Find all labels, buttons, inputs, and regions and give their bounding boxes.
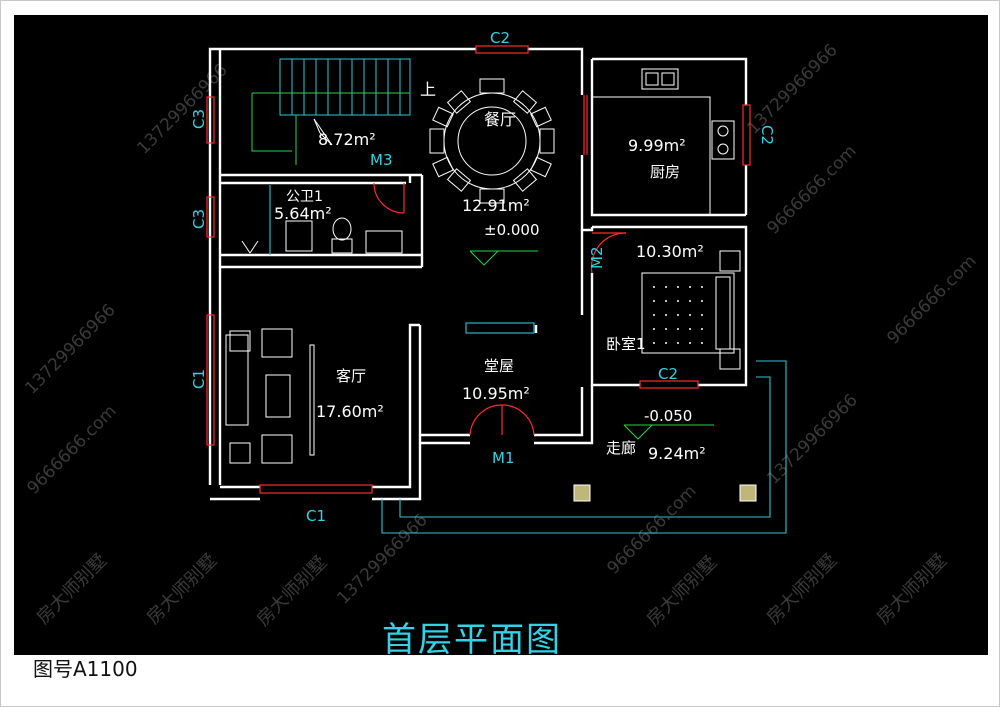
dining-elevation: ±0.000	[484, 221, 540, 239]
hall-area: 10.95m²	[462, 384, 530, 403]
elevation-markers	[469, 250, 714, 440]
drawing-number: 图号A1100	[33, 657, 138, 681]
opening-labels: C2 C3 C3 C1 C1 C2 C2 M1 M2 M3	[190, 29, 776, 525]
dining-area: 12.91m²	[462, 196, 530, 215]
stair-up-mark: 上	[420, 80, 436, 99]
room-labels: 8.72m² 餐厅 12.91m² ±0.000 9.99m² 厨房 公卫1 5…	[274, 110, 706, 463]
watermark: 房大师别墅	[253, 552, 331, 630]
hall-fixtures	[465, 322, 757, 502]
watermark: 9666666.com	[23, 401, 120, 498]
kitchen-fixtures	[592, 68, 735, 215]
window-label: C1	[306, 507, 326, 525]
walls	[208, 47, 748, 501]
watermark: 13729966966	[763, 390, 861, 488]
watermark: 13729966966	[21, 300, 119, 398]
door-label: M3	[370, 151, 393, 169]
window-label: C1	[190, 369, 208, 389]
corridor-name: 走廊	[606, 439, 636, 457]
toilet-name: 公卫1	[286, 189, 323, 205]
watermark: 9666666.com	[603, 481, 700, 578]
living-name: 客厅	[336, 367, 366, 385]
watermark: 9666666.com	[763, 141, 860, 238]
living-area: 17.60m²	[316, 402, 384, 421]
corridor-area: 9.24m²	[648, 444, 706, 463]
door-label: M2	[588, 247, 606, 270]
window-label: C3	[190, 209, 208, 229]
drawing-title-text: 首层平面图	[382, 620, 562, 655]
bedroom-furniture	[641, 250, 741, 370]
hall-name: 堂屋	[484, 357, 514, 375]
toilet-area: 5.64m²	[274, 204, 332, 223]
watermark: 房大师别墅	[143, 550, 221, 628]
toilet-fixtures	[241, 185, 403, 255]
window-label: C2	[658, 365, 678, 383]
cad-canvas: 房大师别墅 房大师别墅 房大师别墅 房大师别墅 房大师别墅 房大师别墅 1372…	[14, 15, 988, 655]
living-furniture	[225, 328, 315, 464]
watermark: 9666666.com	[883, 251, 980, 348]
watermark: 13729966966	[133, 60, 231, 158]
watermark: 13729966966	[743, 40, 841, 138]
dining-name: 餐厅	[484, 110, 516, 129]
watermark: 房大师别墅	[33, 550, 111, 628]
door-label: M1	[492, 449, 515, 467]
stair-area: 8.72m²	[318, 130, 376, 149]
floor-plan: 房大师别墅 房大师别墅 房大师别墅 房大师别墅 房大师别墅 房大师别墅 1372…	[21, 29, 980, 655]
corridor-elevation: -0.050	[644, 407, 692, 425]
doors	[373, 182, 627, 436]
watermark: 房大师别墅	[873, 550, 951, 628]
kitchen-area: 9.99m²	[628, 136, 686, 155]
bedroom-name: 卧室1	[606, 335, 646, 353]
bedroom-area: 10.30m²	[636, 242, 704, 261]
staircase: 上	[251, 58, 436, 165]
corridor-outline	[381, 360, 787, 534]
window-label: C3	[190, 109, 208, 129]
dining-table	[429, 78, 555, 204]
window-label: C2	[758, 125, 776, 145]
windows	[206, 45, 751, 494]
window-label: C2	[490, 29, 510, 47]
watermark: 房大师别墅	[763, 550, 841, 628]
drawing-title: 首层平面图	[382, 620, 562, 655]
kitchen-name: 厨房	[650, 163, 680, 181]
watermark: 房大师别墅	[643, 552, 721, 630]
